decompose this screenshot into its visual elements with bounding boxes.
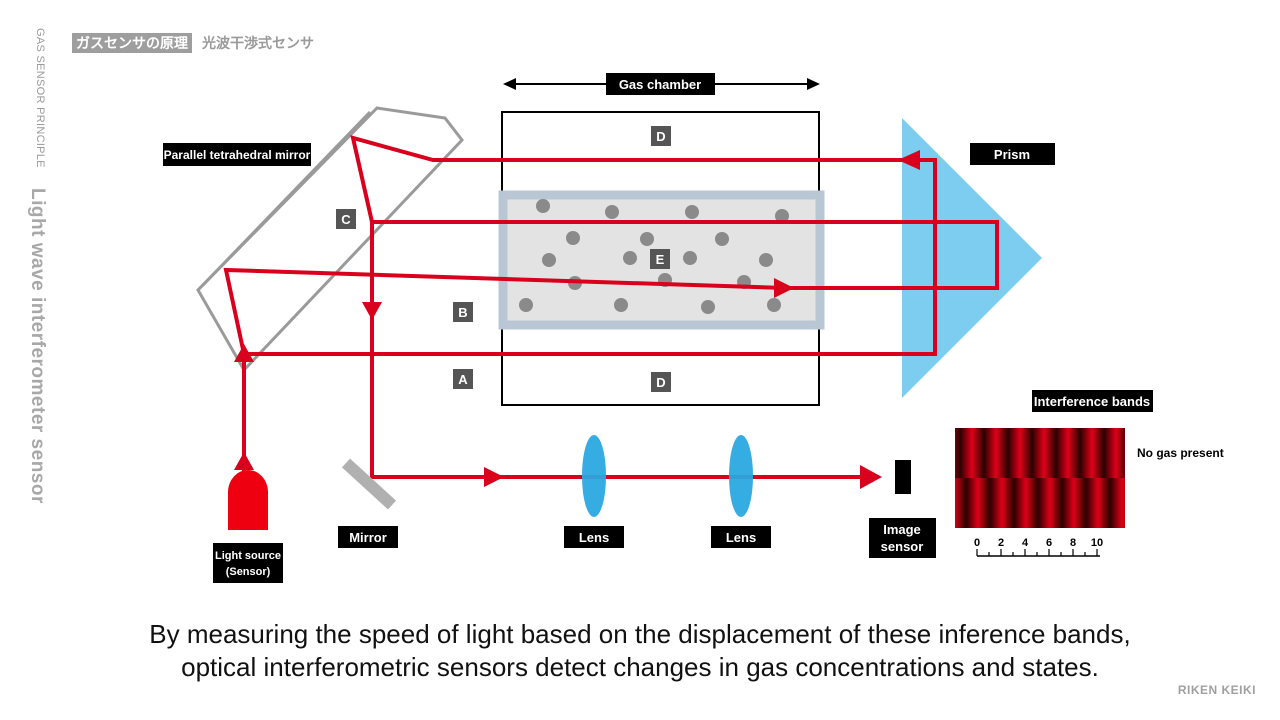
- scale-tick-6: 6: [1046, 537, 1052, 549]
- svg-text:Parallel tetrahedral mirror: Parallel tetrahedral mirror: [164, 148, 311, 162]
- marker-a: A: [453, 369, 473, 389]
- svg-text:sensor: sensor: [881, 539, 924, 554]
- marker-c: C: [336, 209, 356, 229]
- svg-text:A: A: [458, 372, 468, 387]
- lens-2-label: Lens: [711, 526, 771, 548]
- scale-tick-8: 8: [1070, 537, 1076, 549]
- scale-tick-0: 0: [974, 537, 980, 549]
- svg-text:E: E: [656, 252, 665, 267]
- mirror-label: Mirror: [338, 526, 398, 548]
- svg-text:Lens: Lens: [579, 530, 609, 545]
- interference-bands-row-2: [955, 478, 1125, 528]
- beam-arrows: [234, 150, 920, 489]
- gas-chamber-label: Gas chamber: [606, 73, 715, 95]
- lens-2: [729, 435, 753, 517]
- interference-bands-row-1: [955, 428, 1125, 478]
- fold-mirror: [341, 458, 397, 510]
- image-sensor-label: Image sensor: [869, 518, 936, 558]
- parallel-tetrahedral-mirror: [196, 106, 464, 373]
- svg-text:Image: Image: [883, 522, 921, 537]
- interference-bands-label: Interference bands: [1032, 390, 1153, 412]
- mirror-assembly-label: Parallel tetrahedral mirror: [163, 143, 311, 166]
- lens-1: [582, 435, 606, 517]
- svg-text:Prism: Prism: [994, 147, 1030, 162]
- svg-text:D: D: [656, 375, 665, 390]
- brand-logo-text: RIKEN KEIKI: [1177, 683, 1256, 697]
- marker-d-bottom: D: [651, 372, 671, 392]
- svg-text:Light source: Light source: [215, 550, 281, 562]
- scale-tick-4: 4: [1022, 537, 1029, 549]
- prism-label: Prism: [970, 143, 1055, 165]
- marker-b: B: [453, 302, 473, 322]
- scale-tick-10: 10: [1091, 537, 1103, 549]
- svg-text:Lens: Lens: [726, 530, 756, 545]
- caption-line-2: optical interferometric sensors detect c…: [181, 652, 1099, 682]
- header-bar: ガスセンサの原理 光波干渉式センサ: [72, 33, 314, 53]
- svg-text:Interference bands: Interference bands: [1034, 394, 1150, 409]
- marker-d-top: D: [651, 126, 671, 146]
- header-tag: ガスセンサの原理: [72, 33, 192, 53]
- header-subtitle: 光波干渉式センサ: [202, 35, 314, 51]
- no-gas-label: No gas present: [1137, 446, 1224, 460]
- caption-line-1: By measuring the speed of light based on…: [149, 619, 1131, 649]
- light-source-label: Light source (Sensor): [213, 543, 283, 583]
- svg-text:C: C: [341, 212, 351, 227]
- svg-text:B: B: [458, 305, 467, 320]
- image-sensor: [895, 460, 911, 494]
- scale-tick-2: 2: [998, 537, 1004, 549]
- light-source-emitter: [228, 470, 268, 530]
- marker-e: E: [650, 249, 670, 269]
- lens-1-label: Lens: [564, 526, 624, 548]
- svg-text:(Sensor): (Sensor): [226, 566, 271, 578]
- caption: By measuring the speed of light based on…: [0, 618, 1280, 684]
- svg-text:D: D: [656, 129, 665, 144]
- svg-text:Gas chamber: Gas chamber: [619, 77, 701, 92]
- svg-text:Mirror: Mirror: [349, 530, 387, 545]
- band-scale: 0 2 4 6 8 10: [974, 537, 1103, 557]
